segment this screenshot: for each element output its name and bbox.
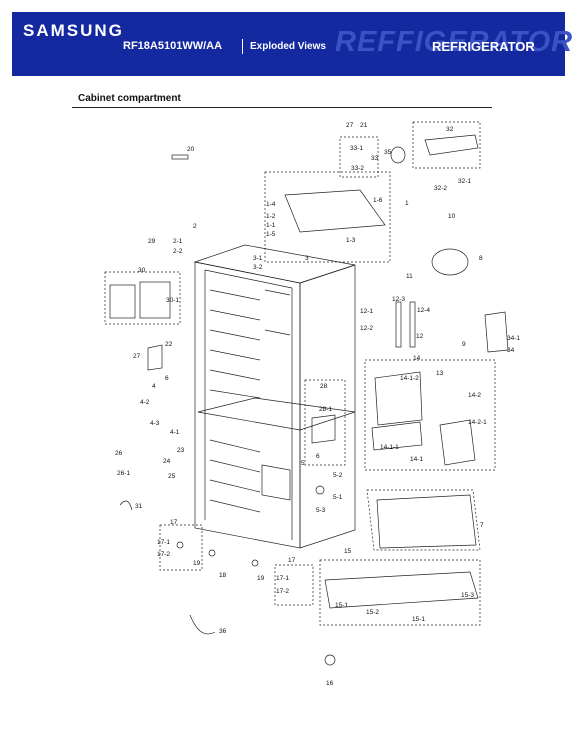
callout-c17-1: 17-1 <box>157 539 170 546</box>
callout-c35: 35 <box>384 149 392 156</box>
callout-c12-4: 12-4 <box>417 307 430 314</box>
callout-c12-1: 12-1 <box>360 308 373 315</box>
callout-c30: 30 <box>138 267 146 274</box>
callout-c11: 11 <box>406 273 413 280</box>
callout-c1-1: 1-1 <box>266 222 276 229</box>
callout-c6: 6 <box>316 453 320 460</box>
view-type-label: Exploded Views <box>250 41 326 52</box>
callout-c1-4: 1-4 <box>266 201 276 208</box>
callout-c4: 4 <box>152 383 156 390</box>
callout-c16: 16 <box>326 680 334 687</box>
callout-c1-5: 1-5 <box>266 231 276 238</box>
model-number: RF18A5101WW/AA <box>123 40 223 52</box>
callout-c14-1-2: 14-1-2 <box>400 375 419 382</box>
cabinet-body <box>193 244 356 549</box>
callout-c21: 21 <box>360 122 368 129</box>
callout-c28: 28 <box>320 383 328 390</box>
callout-c26-1: 26-1 <box>117 470 130 477</box>
callout-c1-3: 1-3 <box>346 237 356 244</box>
callout-c33: 33 <box>371 155 379 162</box>
callout-c32: 32 <box>446 126 454 133</box>
callout-c19a: 19 <box>193 560 201 567</box>
callout-c19b: 19 <box>257 575 265 582</box>
callout-c29: 29 <box>148 238 156 245</box>
callout-c4-3: 4-3 <box>150 420 160 427</box>
callout-c24: 24 <box>163 458 171 465</box>
callout-c6top: 6 <box>165 375 169 382</box>
callout-c33-1: 33-1 <box>350 145 363 152</box>
callout-c2-1: 2-1 <box>173 238 183 245</box>
callout-c15: 15 <box>344 548 352 555</box>
header-banner <box>12 12 565 76</box>
callout-c10: 10 <box>448 213 456 220</box>
callout-c22: 22 <box>165 341 173 348</box>
callout-c5-2: 5-2 <box>333 472 343 479</box>
callout-c17: 17 <box>170 519 178 526</box>
callout-c3-2: 3-2 <box>253 264 263 271</box>
header-divider <box>242 39 243 54</box>
callout-c5-1: 5-1 <box>333 494 343 501</box>
callout-c4-1: 4-1 <box>170 429 180 436</box>
callout-c33-2: 33-2 <box>351 165 364 172</box>
callout-c3: 3 <box>305 255 309 262</box>
callout-c1: 1 <box>405 200 409 207</box>
callout-c8: 8 <box>479 255 483 262</box>
callout-c15-1b: 15-1 <box>412 616 425 623</box>
callout-c14-2: 14-2 <box>468 392 481 399</box>
callout-c4-2: 4-2 <box>140 399 150 406</box>
callout-c18: 18 <box>219 572 227 579</box>
callout-c32-2: 32-2 <box>434 185 447 192</box>
callout-labels: 20 27 21 33-1 33 33-2 35 32 32-1 32-2 1 … <box>115 122 520 687</box>
callout-c12: 12 <box>416 333 424 340</box>
section-divider <box>72 107 492 108</box>
callout-c14: 14 <box>413 355 421 362</box>
callout-c25: 25 <box>168 473 176 480</box>
callout-c17-1b: 17-1 <box>276 575 289 582</box>
callout-c1-2: 1-2 <box>266 213 276 220</box>
callout-c17b: 17 <box>288 557 296 564</box>
callout-c20: 20 <box>187 146 195 153</box>
callout-c31: 31 <box>135 503 143 510</box>
group-boxes <box>104 121 496 626</box>
callout-c30-1: 30-1 <box>166 297 179 304</box>
brand-logo: SAMSUNG <box>23 21 124 40</box>
callout-c36: 36 <box>219 628 227 635</box>
category-label: REFRIGERATOR <box>432 39 535 54</box>
callout-c9: 9 <box>462 341 466 348</box>
callout-c14-1-1: 14-1-1 <box>380 444 399 451</box>
part-sketches <box>109 134 509 666</box>
callout-c13: 13 <box>436 370 444 377</box>
callout-c7: 7 <box>480 522 484 529</box>
callout-c12-2: 12-2 <box>360 325 373 332</box>
callout-c12-3: 12-3 <box>392 296 405 303</box>
callout-c2-2: 2-2 <box>173 248 183 255</box>
callout-c2: 2 <box>193 223 197 230</box>
callout-c3-1: 3-1 <box>253 255 263 262</box>
callout-c26: 26 <box>115 450 123 457</box>
callout-c23: 23 <box>177 447 185 454</box>
callout-c14-2-1: 14-2-1 <box>468 419 487 426</box>
callout-c27top: 27 <box>346 122 354 129</box>
callout-c17-2b: 17-2 <box>276 588 289 595</box>
category-watermark: REFFIGERATOR <box>335 26 574 58</box>
callout-c15-2: 15-2 <box>366 609 379 616</box>
callout-c27: 27 <box>133 353 141 360</box>
callout-c15-1a: 15-1 <box>335 602 348 609</box>
callout-c32-1: 32-1 <box>458 178 471 185</box>
callout-c14-1: 14-1 <box>410 456 423 463</box>
callout-c17-2: 17-2 <box>157 551 170 558</box>
callout-c5-3: 5-3 <box>316 507 326 514</box>
section-title: Cabinet compartment <box>78 93 181 104</box>
callout-c34: 34 <box>507 347 515 354</box>
callout-c15-3: 15-3 <box>461 592 474 599</box>
callout-c1-6: 1-6 <box>373 197 383 204</box>
callout-c28-1: 28-1 <box>319 406 332 413</box>
callout-c5: 5 <box>301 460 305 467</box>
callout-c34-1: 34-1 <box>507 335 520 342</box>
